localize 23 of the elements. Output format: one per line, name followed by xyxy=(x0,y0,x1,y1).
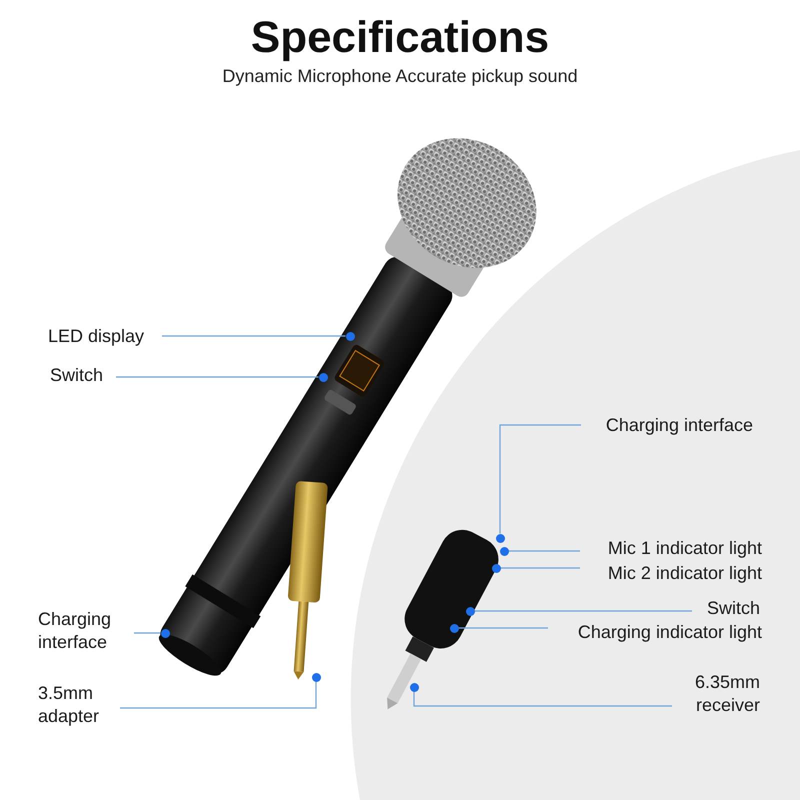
callout-label: Charging interface xyxy=(38,608,130,654)
callout-label: 6.35mm receiver xyxy=(676,671,760,717)
callout-label: Charging interface xyxy=(585,414,753,437)
callout-dot xyxy=(312,672,320,682)
subtitle: Dynamic Microphone Accurate pickup sound xyxy=(222,65,578,87)
leader-line xyxy=(413,692,672,707)
leader-line xyxy=(116,376,318,378)
callout-label: 3.5mm adapter xyxy=(38,682,116,728)
callout-label: LED display xyxy=(48,325,158,348)
leader-line xyxy=(134,632,160,634)
callout-label: Mic 2 indicator light xyxy=(584,562,762,585)
leader-line xyxy=(120,682,317,709)
leader-line xyxy=(508,550,580,552)
leader-line xyxy=(474,610,692,612)
callout-label: Mic 1 indicator light xyxy=(584,537,762,560)
leader-line xyxy=(458,627,548,629)
leader-line xyxy=(162,335,346,337)
leader-line xyxy=(499,424,581,534)
callout-label: Switch xyxy=(696,597,760,620)
callout-label: Switch xyxy=(50,364,112,387)
callout-label: Charging indicator light xyxy=(552,621,762,644)
leader-line xyxy=(500,567,580,569)
title: Specifications xyxy=(250,12,550,64)
